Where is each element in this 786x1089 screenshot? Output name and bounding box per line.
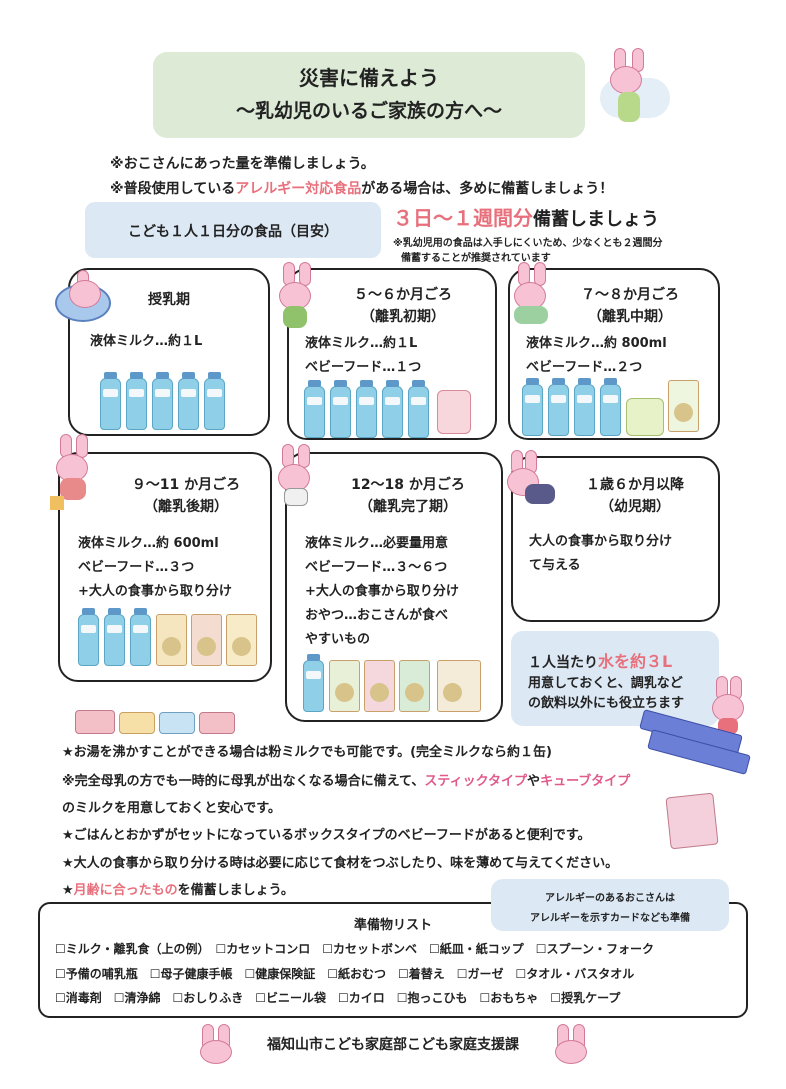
card-line: +大人の食事から取り分け bbox=[305, 584, 459, 599]
boxed-baby-food-icon bbox=[665, 792, 719, 850]
card-line: 液体ミルク…必要量用意 bbox=[305, 536, 449, 551]
bunny-walking-icon bbox=[274, 444, 320, 506]
card-late-weaning: ９～11 か月ごろ （離乳後期） 液体ミルク…約 600ml ベビーフード…３つ… bbox=[58, 452, 272, 682]
card-subtitle: （離乳後期） bbox=[144, 499, 228, 515]
water-line-2: 用意しておくと、調乳など bbox=[528, 676, 683, 691]
checklist-row-1: ☐ミルク・離乳食（上の例） ☐カセットコンロ ☐カセットボンベ ☐紙皿・紙コップ… bbox=[55, 942, 654, 956]
baby-food-pack-icon bbox=[399, 660, 430, 712]
milk-bottle-icon bbox=[382, 380, 403, 438]
baby-food-pack-icon bbox=[226, 614, 257, 666]
milk-bottle-icon bbox=[78, 608, 99, 666]
card-line: 液体ミルク…約１L bbox=[305, 336, 418, 351]
card-line: ベビーフード…３つ bbox=[78, 560, 195, 575]
baby-food-pack-icon bbox=[329, 660, 360, 712]
card-subtitle: （離乳完了期） bbox=[359, 499, 457, 515]
card-title: ５～６か月ごろ bbox=[354, 287, 452, 303]
milk-bottle-icon bbox=[303, 654, 324, 712]
baby-food-pack-icon bbox=[156, 614, 187, 666]
card-line: ベビーフード…１つ bbox=[305, 360, 422, 375]
card-subtitle: （離乳初期） bbox=[361, 309, 445, 325]
stockpile-note-1: ※乳幼児用の食品は入手しにくいため、少なくとも２週間分 bbox=[393, 238, 663, 249]
card-title: 授乳期 bbox=[148, 292, 190, 308]
note-breastfeeding: ※完全母乳の方でも一時的に母乳が出なくなる場合に備えて、スティックタイプやキュー… bbox=[62, 774, 631, 789]
milk-bottle-icon bbox=[574, 378, 595, 436]
bunny-family-icon bbox=[505, 450, 561, 506]
baby-food-pack-icon bbox=[191, 614, 222, 666]
milk-bottle-icon bbox=[178, 372, 199, 430]
page-subtitle: ～乳幼児のいるご家族の方へ～ bbox=[235, 100, 502, 122]
bunny-baby-icon bbox=[275, 262, 320, 332]
card-toddler: １歳６か月以降 （幼児期） 大人の食事から取り分け て与える bbox=[511, 456, 720, 622]
card-subtitle: （幼児期） bbox=[600, 499, 670, 515]
note-age-appropriate: ★月齢に合ったものを備蓄しましょう。 bbox=[62, 883, 294, 898]
baby-food-jar-icon bbox=[626, 398, 664, 436]
baby-food-jar-icon bbox=[437, 390, 471, 434]
intro-line-2: ※普段使用しているアレルギー対応食品がある場合は、多めに備蓄しましょう！ bbox=[110, 181, 614, 197]
stockpile-period: ３日～１週間分備蓄しましょう bbox=[393, 206, 659, 230]
water-panel bbox=[511, 631, 719, 726]
daily-label-panel bbox=[85, 202, 381, 258]
water-line-3: の飲料以外にも役立ちます bbox=[528, 696, 685, 711]
card-subtitle: （離乳中期） bbox=[588, 309, 672, 325]
stockpile-note-2: 備蓄することが推奨されています bbox=[401, 253, 551, 264]
card-title: ７～８か月ごろ bbox=[581, 287, 679, 303]
baby-food-pack-icon bbox=[668, 380, 699, 432]
milk-bottle-icon bbox=[356, 380, 377, 438]
footer-department: 福知山市こども家庭部こども家庭支援課 bbox=[267, 1037, 519, 1053]
card-line: おやつ…おこさんが食べ bbox=[305, 608, 449, 623]
bunny-cloud-icon bbox=[600, 48, 670, 138]
milk-bottle-icon bbox=[204, 372, 225, 430]
bunny-icon bbox=[198, 1024, 234, 1064]
page-title: 災害に備えよう bbox=[299, 66, 439, 90]
allergy-bubble bbox=[491, 879, 729, 931]
water-line-1: １人当たり水を約３L bbox=[528, 652, 673, 671]
milk-bottle-icon bbox=[304, 380, 325, 438]
milk-bottle-icon bbox=[126, 372, 147, 430]
milk-bottle-icon bbox=[104, 608, 125, 666]
intro-line-1: ※おこさんにあった量を準備しましょう。 bbox=[110, 156, 375, 172]
milk-bottle-icon bbox=[330, 380, 351, 438]
note-powder-milk: ★お湯を沸かすことができる場合は粉ミルクでも可能です。(完全ミルクなら約１缶) bbox=[62, 745, 552, 760]
milk-bottle-icon bbox=[548, 378, 569, 436]
card-line: +大人の食事から取り分け bbox=[78, 584, 232, 599]
card-line: やすいもの bbox=[305, 632, 371, 647]
toy-train-icon bbox=[75, 702, 240, 736]
milk-bottle-icon bbox=[600, 378, 621, 436]
checklist-title: 準備物リスト bbox=[353, 918, 432, 933]
snack-pack-icon bbox=[437, 660, 481, 712]
card-line: ベビーフード…２つ bbox=[526, 360, 643, 375]
allergy-bubble-line-1: アレルギーのあるおこさんは bbox=[545, 893, 675, 904]
card-early-weaning: ５～６か月ごろ （離乳初期） 液体ミルク…約１L ベビーフード…１つ bbox=[287, 268, 497, 440]
note-breastfeeding-2: のミルクを用意しておくと安心です。 bbox=[62, 801, 281, 816]
card-line: て与える bbox=[529, 558, 581, 573]
card-title: １歳６か月以降 bbox=[586, 477, 684, 493]
card-title: ９～11 か月ごろ bbox=[131, 477, 241, 493]
card-line: 液体ミルク…約１L bbox=[90, 334, 203, 349]
title-panel bbox=[153, 52, 585, 138]
bunny-crawling-icon bbox=[510, 262, 555, 328]
milk-bottle-icon bbox=[522, 378, 543, 436]
milk-bottle-icon bbox=[408, 380, 429, 438]
checklist-row-2: ☐予備の哺乳瓶 ☐母子健康手帳 ☐健康保険証 ☐紙おむつ ☐着替え ☐ガーゼ ☐… bbox=[55, 967, 635, 981]
daily-label: こども１人１日分の食品（目安） bbox=[128, 224, 338, 240]
baby-food-pack-icon bbox=[364, 660, 395, 712]
bunny-blocks-icon bbox=[50, 434, 98, 514]
checklist-row-3: ☐消毒剤 ☐清浄綿 ☐おしりふき ☐ビニール袋 ☐カイロ ☐抱っこひも ☐おもち… bbox=[55, 991, 621, 1005]
bunny-icon bbox=[553, 1024, 589, 1064]
note-box-food: ★ごはんとおかずがセットになっているボックスタイプのベビーフードがあると便利です… bbox=[62, 828, 591, 843]
card-line: 液体ミルク…約 800ml bbox=[526, 336, 667, 351]
card-line: ベビーフード…３～６つ bbox=[305, 560, 448, 575]
card-line: 液体ミルク…約 600ml bbox=[78, 536, 219, 551]
milk-bottle-icon bbox=[100, 372, 121, 430]
bunny-water-icon bbox=[712, 676, 746, 736]
milk-bottle-icon bbox=[130, 608, 151, 666]
milk-bottle-icon bbox=[152, 372, 173, 430]
card-title: 12～18 か月ごろ bbox=[351, 477, 465, 493]
allergy-bubble-line-2: アレルギーを示すカードなども準備 bbox=[530, 913, 690, 924]
baby-bed-icon bbox=[55, 270, 111, 322]
card-weaning-complete: 12～18 か月ごろ （離乳完了期） 液体ミルク…必要量用意 ベビーフード…３～… bbox=[285, 452, 503, 722]
note-adult-food: ★大人の食事から取り分ける時は必要に応じて食材をつぶしたり、味を薄めて与えてくだ… bbox=[62, 856, 619, 871]
card-line: 大人の食事から取り分け bbox=[529, 534, 673, 549]
